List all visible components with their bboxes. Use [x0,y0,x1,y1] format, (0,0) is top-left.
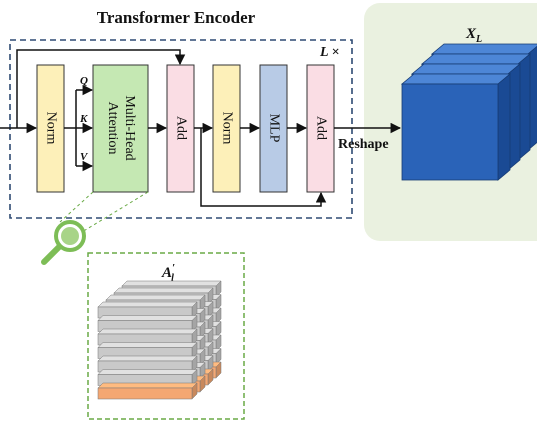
slab-top [105,294,206,301]
reshape-label: Reshape [338,137,389,152]
slab-top [97,369,198,375]
feature-cube-icon [400,43,537,181]
norm-block-2-label: Norm [219,112,234,145]
slab-top [97,355,198,362]
attention-slab-stack [97,280,222,400]
slab-front [97,387,193,400]
slab-top [97,328,198,335]
residual-1 [16,49,186,128]
q-label: Q [80,75,88,87]
slab-top [97,315,198,321]
add-block-2-label: Add [313,116,328,140]
add-block-2 [306,64,335,193]
repeat-label: L × [319,45,340,60]
slab-top [121,280,222,287]
magnifier-icon [41,220,86,265]
slab-top [113,287,214,294]
attention-block [92,64,149,193]
slab-top [97,301,198,308]
slab-top [97,382,198,389]
attention-label-2: Attention [105,102,120,155]
zoom-line-right [81,191,149,233]
attention-label-1: Multi-Head [122,95,137,160]
zoom-line-left [59,191,94,223]
v-label: V [80,151,89,163]
k-label: K [79,113,88,125]
slab-top [97,342,198,348]
norm-block-1-label: Norm [43,112,58,145]
residual-2 [200,128,327,207]
encoder-title: Transformer Encoder [97,8,256,27]
norm-block-1 [36,64,65,193]
norm-block-2 [212,64,241,193]
mlp-block-label: MLP [266,114,281,143]
zoom-box [87,252,245,420]
add-block-1-label: Add [173,116,188,140]
encoder-frame [9,39,353,219]
attention-map-label: A′l [161,262,175,284]
